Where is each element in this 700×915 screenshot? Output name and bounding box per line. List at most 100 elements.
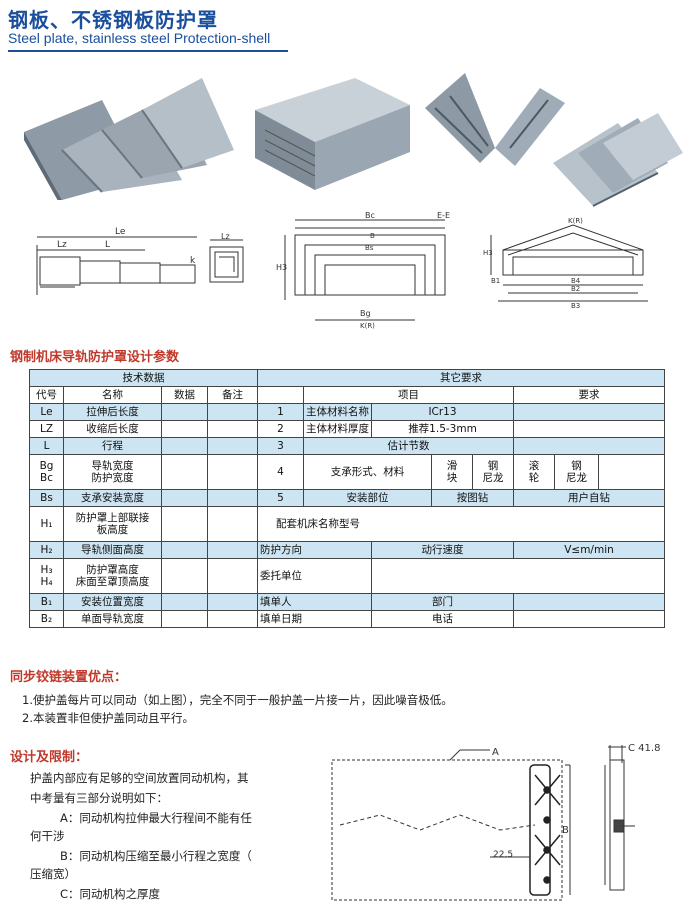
table-row-code: L (29, 437, 64, 455)
row-number: 3 (257, 437, 304, 455)
design-intro-2: 中考量有三部分说明如下： (30, 791, 168, 805)
table-row-name: 防护罩上部联接板高度 (63, 506, 162, 542)
sync-item-2: 2.本装置非但使护盖同动且平行。 (22, 711, 194, 725)
label-b: B (370, 232, 375, 240)
label-dimension: 22.5 (493, 850, 513, 860)
col-header-note: 备注 (207, 386, 258, 404)
row-value: 用户自钻 (513, 489, 665, 507)
label-bc: Bc (365, 211, 375, 220)
label-b1: B1 (491, 277, 500, 285)
label-lz-2: Lz (221, 232, 230, 241)
design-intro-1: 护盖内部应有足够的空间放置同动机构，其 (30, 771, 249, 785)
label-bs: Bs (365, 244, 374, 252)
row-number: 2 (257, 420, 304, 438)
label-le: Le (115, 227, 126, 237)
design-point-a-2: 何干涉 (30, 829, 65, 843)
label-b4: B4 (571, 277, 581, 285)
product-photo-4 (548, 108, 688, 208)
table-row-name: 导轨宽度防护宽度 (63, 454, 162, 490)
design-point-a-1: A：同动机构拉伸最大行程间不能有任 (60, 811, 252, 825)
label-kr: K(R) (360, 322, 375, 330)
date-label: 填单日期 (257, 610, 372, 628)
row-label: 主体材料名称 (303, 403, 372, 421)
group-header-other: 其它要求 (257, 369, 665, 387)
product-photo-2 (245, 70, 415, 195)
label-a: A (492, 747, 499, 758)
row-number: 4 (257, 454, 304, 490)
table-row-code: H₂ (29, 541, 64, 559)
table-row-code: H₁ (29, 506, 64, 542)
table-row-name: 行程 (63, 437, 162, 455)
row-label: 安装部位 (303, 489, 432, 507)
label-kr-2: K(R) (568, 217, 583, 225)
support-option: 滑块 (431, 454, 473, 490)
col-header-name: 名称 (63, 386, 162, 404)
col-header-code: 代号 (29, 386, 64, 404)
direction-label: 防护方向 (257, 541, 372, 559)
row-label: 估计节数 (303, 437, 514, 455)
title-divider (8, 50, 288, 52)
design-point-b-2: 压缩宽） (30, 867, 76, 881)
machine-model-label: 配套机床名称型号 (257, 506, 665, 542)
row-number: 1 (257, 403, 304, 421)
table-row-code: Le (29, 403, 64, 421)
sync-section-title: 同步铰链装置优点： (10, 670, 128, 685)
entrust-label: 委托单位 (257, 558, 372, 594)
dept-label: 部门 (371, 593, 514, 611)
design-point-b-1: B：同动机构压缩至最小行程之宽度（ (60, 849, 252, 863)
table-row-name: 防护罩高度床面至罩顶高度 (63, 558, 162, 594)
table-row-code: B₂ (29, 610, 64, 628)
design-section-title: 设计及限制： (10, 750, 89, 765)
linkage-diagram: A B 22.5 (330, 735, 580, 905)
row-value: ICr13 (371, 403, 514, 421)
drawing-side-view: Le Lz L k (35, 225, 200, 310)
page-subtitle: Steel plate, stainless steel Protection-… (8, 30, 271, 46)
label-ee: E-E (437, 211, 450, 220)
product-photo-3 (420, 68, 570, 168)
table-row-code: B₁ (29, 593, 64, 611)
label-bg: Bg (360, 309, 371, 318)
product-photo-1 (22, 70, 237, 200)
row-value: 推荐1.5-3mm (371, 420, 514, 438)
label-lz: Lz (57, 240, 67, 250)
label-h3-2: H3 (483, 249, 493, 257)
label-k: k (190, 256, 196, 266)
table-row-name: 导轨侧面高度 (63, 541, 162, 559)
support-option: 钢尼龙 (554, 454, 599, 490)
label-l: L (105, 240, 110, 250)
col-header-data: 数据 (161, 386, 208, 404)
col-header-item: 项目 (303, 386, 514, 404)
support-option: 钢尼龙 (472, 454, 514, 490)
table-row-code: Bs (29, 489, 64, 507)
speed-label: 动行速度 (371, 541, 514, 559)
sync-item-1: 1.使护盖每片可以同动（如上图），完全不同于一般护盖一片接一片，因此噪音极低。 (22, 693, 453, 707)
row-label: 主体材料厚度 (303, 420, 372, 438)
design-point-c: C：同动机构之厚度 (60, 887, 161, 901)
speed-unit: V≤m/min (513, 541, 665, 559)
table-row-name: 安装位置宽度 (63, 593, 162, 611)
drawing-cross-section: K(R) H3 B1 B4 B2 B3 (483, 215, 673, 315)
params-table: 技术数据 其它要求 代号 名称 数据 备注 项目 要求 Le 拉伸后长度 1 主… (29, 369, 665, 628)
page-title: 钢板、不锈钢板防护罩 (8, 8, 218, 32)
table-row-name: 收缩后长度 (63, 420, 162, 438)
label-b2: B2 (571, 285, 580, 293)
group-header-tech: 技术数据 (29, 369, 258, 387)
label-b3: B3 (571, 302, 580, 310)
table-row-name: 拉伸后长度 (63, 403, 162, 421)
phone-label: 电话 (371, 610, 514, 628)
col-header-req: 要求 (513, 386, 665, 404)
support-option: 滚轮 (513, 454, 555, 490)
table-row-code: LZ (29, 420, 64, 438)
label-c: C 41.8 (628, 743, 660, 754)
filler-label: 填单人 (257, 593, 372, 611)
row-label: 支承形式、材料 (303, 454, 432, 490)
table-row-name: 单面导轨宽度 (63, 610, 162, 628)
drawing-front-view: Bc E-E B Bs H3 Bg K(R) (275, 210, 475, 330)
label-h3: H3 (276, 263, 287, 272)
linkage-side-view: C 41.8 (600, 735, 695, 905)
label-b: B (562, 825, 569, 836)
params-section-title: 钢制机床导轨防护罩设计参数 (10, 350, 180, 365)
drawing-section-view: Lz (205, 232, 250, 287)
